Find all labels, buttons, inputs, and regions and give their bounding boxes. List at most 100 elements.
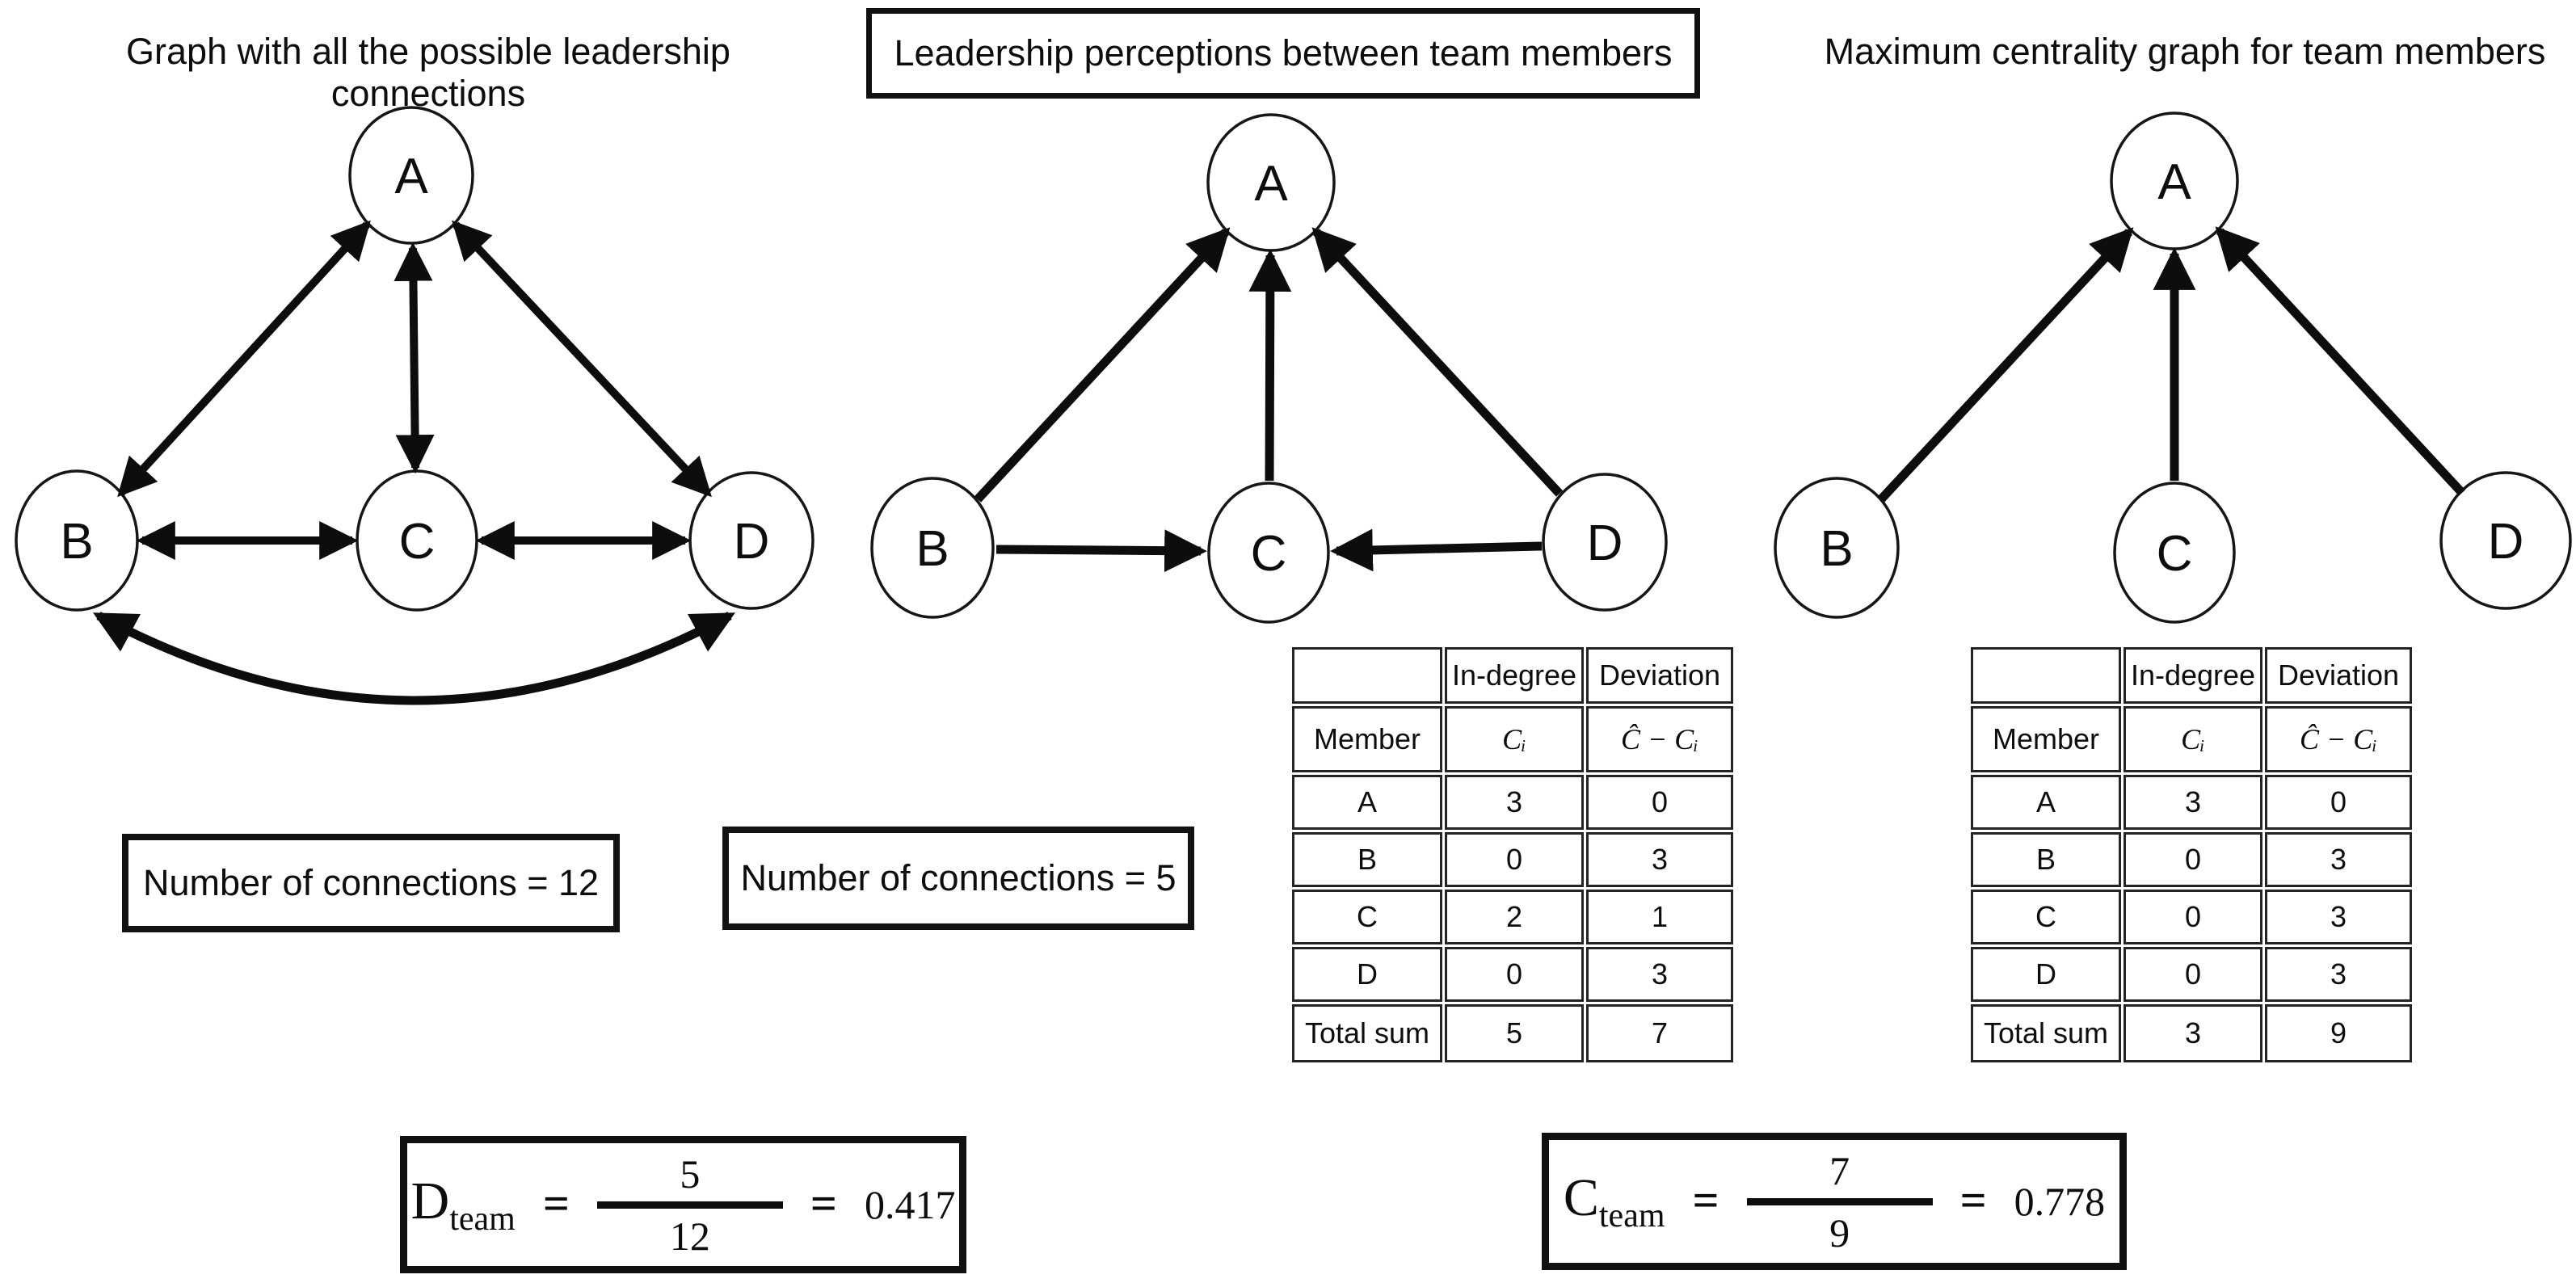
edge-b-to-a: [974, 227, 1231, 503]
table-row-total: Total sum 5 7: [1292, 1004, 1733, 1062]
table-row-b: B 0 3: [1292, 832, 1733, 887]
table-cell: 0: [2124, 890, 2262, 944]
table-cell: 5: [1445, 1004, 1584, 1062]
table-cell: 3: [2124, 775, 2262, 830]
table-cell-math-deviation: Ĉ − Cᵢ: [2265, 706, 2412, 772]
table-cell-total-deviation: 9: [2265, 1004, 2412, 1062]
centralization-formula-box: Cteam = 7 9 = 0.778: [1542, 1133, 2127, 1270]
fraction-denominator: 12: [669, 1213, 710, 1259]
table-row-c: C 0 3: [1971, 890, 2412, 944]
left-panel-title: Graph with all the possible leadership c…: [126, 31, 730, 114]
edge-b-to-c: [995, 529, 1207, 573]
table-header-row-1: In-degree Deviation: [1292, 647, 1733, 704]
table-header-row-2: Member Cᵢ Ĉ − Cᵢ: [1971, 706, 2412, 772]
edge-a-b: [117, 220, 371, 498]
equals-sign: =: [542, 1176, 570, 1230]
node-label-d: D: [1587, 515, 1623, 571]
node-label-b: B: [915, 521, 949, 577]
edge-b-d-arc: [93, 612, 735, 705]
fraction: 5 12: [596, 1150, 783, 1260]
table-header-row-1: In-degree Deviation: [1971, 647, 2412, 704]
connections-count-box-middle: Number of connections = 5: [722, 827, 1194, 930]
edge-b-to-a: [1877, 227, 2134, 503]
table-cell: [1971, 647, 2121, 704]
graph-maximum-centrality: A B C D: [1774, 111, 2572, 624]
edge-a-d: [452, 220, 712, 498]
table-cell: 3: [2265, 947, 2412, 1002]
density-formula-box: Dteam = 5 12 = 0.417: [400, 1136, 966, 1273]
formula-symbol: Cteam: [1563, 1167, 1665, 1235]
in-degree-deviation-table-right: In-degree Deviation Member Cᵢ Ĉ − Cᵢ A 3…: [1968, 645, 2414, 1065]
table-cell: B: [1971, 832, 2121, 887]
table-cell: A: [1971, 775, 2121, 830]
table-cell: C: [1292, 890, 1442, 944]
table-cell: 0: [1445, 947, 1584, 1002]
node-circle-d: [2439, 471, 2572, 610]
table-row-d: D 0 3: [1971, 947, 2412, 1002]
formula-result: 0.778: [2014, 1179, 2106, 1224]
table-row-a: A 3 0: [1292, 775, 1733, 830]
table-cell: 3: [2265, 890, 2412, 944]
graph-all-possible-connections: A B C D: [15, 106, 814, 705]
node-label-a: A: [394, 149, 428, 204]
node-circle-c: [2113, 482, 2236, 624]
equals-sign: =: [1692, 1173, 1719, 1226]
formula-subscript: team: [1598, 1197, 1665, 1235]
node-label-d: D: [734, 514, 770, 570]
table-cell: Member: [1292, 706, 1442, 772]
node-circle-b: [1774, 477, 1900, 619]
node-label-a: A: [2157, 154, 2191, 210]
node-circle-c: [1207, 482, 1330, 624]
table-cell: B: [1292, 832, 1442, 887]
formula-result: 0.417: [864, 1182, 956, 1227]
in-degree-deviation-table-middle: In-degree Deviation Member Cᵢ Ĉ − Cᵢ A 3…: [1290, 645, 1736, 1065]
fraction-numerator: 5: [680, 1150, 701, 1197]
table-cell: 3: [1586, 947, 1733, 1002]
table-cell: In-degree: [1445, 647, 1584, 704]
table-cell: 0: [2124, 832, 2262, 887]
formula-subscript: team: [449, 1201, 516, 1239]
table: In-degree Deviation Member Cᵢ Ĉ − Cᵢ A 3…: [1968, 645, 2414, 1065]
table-cell: D: [1292, 947, 1442, 1002]
table: In-degree Deviation Member Cᵢ Ĉ − Cᵢ A 3…: [1290, 645, 1736, 1065]
table-cell-math-ci: Cᵢ: [1445, 706, 1584, 772]
right-panel-title: Maximum centrality graph for team member…: [1824, 31, 2546, 72]
edge-d-to-a: [2215, 226, 2466, 496]
table-cell: [1292, 647, 1442, 704]
table-cell: D: [1971, 947, 2121, 1002]
middle-panel-title-box: Leadership perceptions between team memb…: [866, 8, 1700, 99]
edge-a-c: [394, 242, 435, 474]
table-header-row-2: Member Cᵢ Ĉ − Cᵢ: [1292, 706, 1733, 772]
formula-symbol: Dteam: [410, 1171, 516, 1239]
node-circle-b: [870, 477, 995, 619]
edge-c-to-a: [1248, 249, 1292, 482]
table-cell: 1: [1586, 890, 1733, 944]
node-label-b: B: [60, 514, 93, 570]
table-cell: Deviation: [2265, 647, 2412, 704]
table-row-c: C 2 1: [1292, 890, 1733, 944]
edge-d-to-a: [1311, 227, 1564, 497]
table-cell: 0: [1445, 832, 1584, 887]
table-cell: 0: [2265, 775, 2412, 830]
fraction-bar: [1746, 1197, 1933, 1205]
node-circle-d: [1542, 473, 1668, 612]
equals-sign: =: [1959, 1173, 1987, 1226]
table-cell: 3: [1445, 775, 1584, 830]
table-cell: 0: [2124, 947, 2262, 1002]
table-cell-math-deviation: Ĉ − Cᵢ: [1586, 706, 1733, 772]
table-row-total: Total sum 3 9: [1971, 1004, 2412, 1062]
fraction-denominator: 9: [1829, 1209, 1850, 1256]
table-cell: Deviation: [1586, 647, 1733, 704]
table-cell: A: [1292, 775, 1442, 830]
table-cell-total-deviation: 7: [1586, 1004, 1733, 1062]
table-row-d: D 0 3: [1292, 947, 1733, 1002]
fraction-bar: [596, 1201, 783, 1209]
graph-leadership-perceptions: A B C D: [870, 113, 1668, 624]
table-cell-math-ci: Cᵢ: [2124, 706, 2262, 772]
table-cell: 3: [2265, 832, 2412, 887]
connections-count-box-left: Number of connections = 12: [122, 834, 620, 932]
table-cell: In-degree: [2124, 647, 2262, 704]
table-cell: 3: [1586, 832, 1733, 887]
table-cell: Total sum: [1971, 1004, 2121, 1062]
